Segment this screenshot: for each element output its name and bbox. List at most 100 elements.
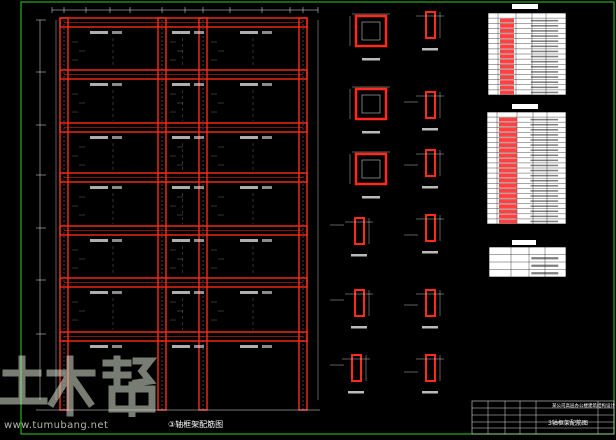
table-title	[512, 240, 536, 245]
table-highlight	[499, 148, 517, 153]
beam-section	[425, 214, 436, 242]
table-highlight	[500, 85, 514, 90]
drawing-border	[20, 1, 615, 435]
table-cell-text	[531, 264, 559, 267]
table-cell-text	[530, 129, 559, 131]
section-label	[422, 186, 438, 189]
beam-annotation	[194, 31, 204, 34]
table-cell-text	[530, 71, 559, 73]
beam-annotation	[90, 31, 108, 34]
titleblock-title: 3轴框架配筋图	[548, 420, 588, 427]
beam-annotation	[90, 136, 108, 139]
table-cell-text	[530, 30, 559, 32]
frame-beam	[59, 69, 308, 80]
table-cell-text	[531, 272, 559, 275]
table-cell-text	[530, 220, 559, 223]
beam-annotation	[172, 136, 190, 139]
table-highlight	[500, 54, 514, 59]
beam-annotation	[262, 186, 272, 189]
beam-section	[354, 289, 365, 317]
table-highlight	[500, 64, 514, 69]
table-highlight	[500, 34, 514, 39]
column-section	[354, 152, 388, 186]
section-label	[362, 196, 380, 199]
table-highlight	[500, 59, 514, 64]
beam-annotation	[240, 291, 258, 294]
frame-beam	[59, 225, 308, 236]
frame-elevation	[36, 7, 320, 411]
beam-section	[425, 354, 436, 382]
beam-annotation	[112, 31, 122, 34]
table-cell-text	[530, 81, 559, 83]
beam-annotation	[112, 136, 122, 139]
table-highlight	[499, 143, 517, 148]
table-highlight	[499, 158, 517, 163]
table-highlight	[499, 188, 517, 193]
table-cell-text	[530, 118, 559, 121]
table-highlight	[500, 80, 514, 85]
frame-beam	[59, 277, 308, 288]
beam-section	[425, 91, 436, 119]
section-details	[330, 11, 444, 394]
beam-annotation	[194, 239, 204, 242]
table-cell-text	[530, 190, 559, 192]
table-title	[512, 104, 538, 109]
beam-annotation	[112, 83, 122, 86]
table-highlight	[499, 183, 517, 188]
table-highlight	[499, 163, 517, 168]
table-highlight	[499, 122, 517, 127]
beam-annotation	[90, 83, 108, 86]
section-label	[351, 326, 367, 329]
frame-beam	[59, 122, 308, 133]
table-highlight	[499, 138, 517, 142]
beam-annotation	[172, 291, 190, 294]
beam-annotation	[262, 136, 272, 139]
table-cell-text	[530, 149, 559, 151]
table-highlight	[500, 69, 514, 74]
table-cell-text	[530, 123, 559, 126]
table-cell-text	[530, 139, 559, 141]
beam-annotation	[112, 291, 122, 294]
title-block	[471, 400, 615, 435]
table-highlight	[499, 178, 517, 183]
table-highlight	[499, 219, 517, 224]
table-cell-text	[530, 205, 559, 207]
section-label	[422, 326, 438, 329]
table-title	[512, 4, 538, 9]
table-cell-text	[530, 19, 559, 22]
table-highlight	[500, 75, 514, 80]
section-label	[422, 251, 438, 254]
frame-beam	[59, 331, 308, 342]
section-label	[362, 131, 380, 134]
watermark-logo	[0, 355, 158, 417]
column-section	[354, 14, 388, 48]
frame-title: ③轴框架配筋图	[168, 420, 224, 429]
table-highlight	[500, 44, 514, 49]
beam-annotation	[112, 345, 122, 348]
table-cell-text	[530, 55, 559, 58]
table-highlight	[499, 214, 517, 219]
beam-annotation	[172, 83, 190, 86]
section-label	[348, 391, 364, 394]
beam-annotation	[194, 291, 204, 294]
beam-annotation	[90, 291, 108, 294]
table-cell-text	[530, 144, 559, 146]
beam-annotation	[90, 345, 108, 348]
table-highlight	[499, 117, 517, 122]
column-section-core	[361, 159, 381, 179]
table-cell-text	[530, 35, 559, 37]
table-cell-text	[530, 174, 559, 177]
table-highlight	[500, 23, 514, 28]
titleblock-project: 某公司高层办公楼建筑结构设计	[552, 404, 615, 409]
beam-section	[351, 354, 362, 382]
table-cell-text	[530, 76, 559, 78]
beam-annotation	[172, 345, 190, 348]
table-cell-text	[530, 179, 559, 182]
table-cell-text	[530, 154, 559, 157]
beam-annotation	[262, 345, 272, 348]
table-cell-text	[530, 45, 559, 48]
beam-annotation	[194, 345, 204, 348]
table-cell-text	[530, 185, 559, 187]
table-highlight	[499, 132, 517, 137]
